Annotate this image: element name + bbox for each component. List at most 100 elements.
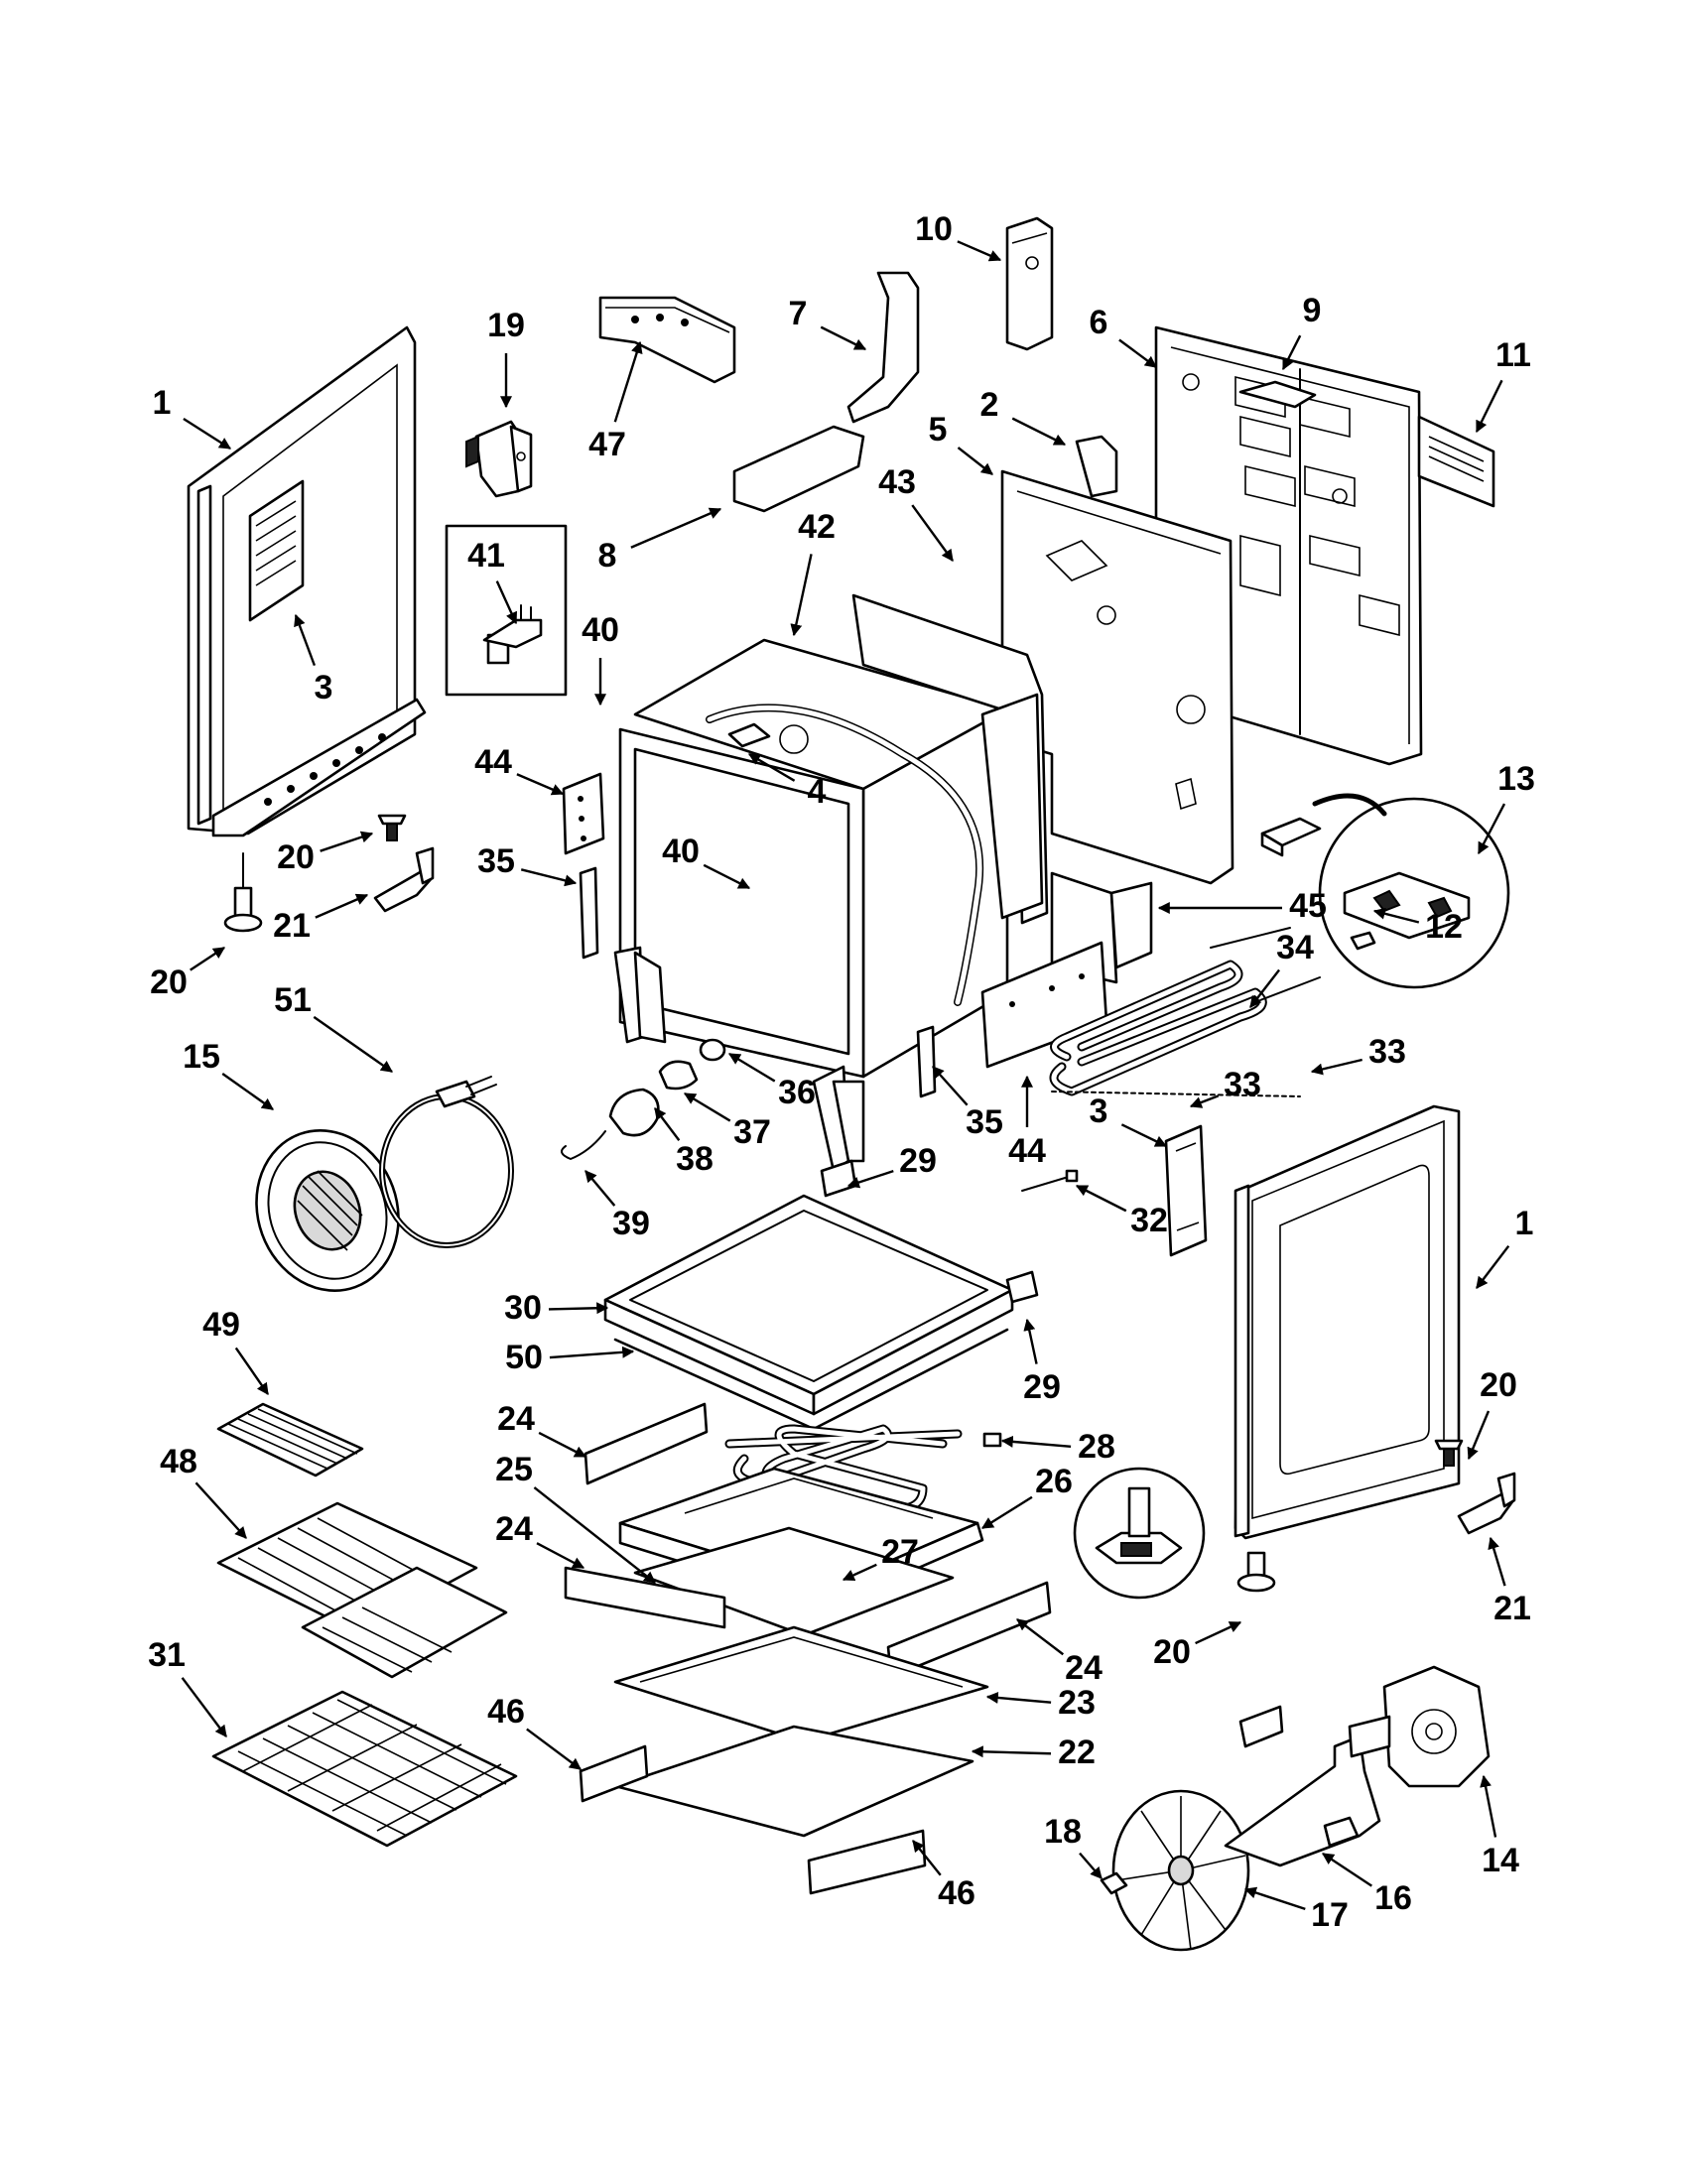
fan-blade (1111, 1789, 1250, 1952)
callout-c24b: 24 (495, 1510, 533, 1548)
leader-c39 (584, 1170, 616, 1207)
callout-c20b: 20 (150, 964, 188, 1001)
callout-c42: 42 (798, 508, 836, 546)
callout-c20c: 20 (1480, 1366, 1517, 1404)
callout-c3b: 3 (1090, 1092, 1108, 1130)
fan-nut (1100, 1871, 1128, 1895)
leader-c20c (1467, 1410, 1491, 1461)
callout-c28: 28 (1078, 1428, 1115, 1466)
leader-c28 (1000, 1435, 1072, 1449)
callout-c10: 10 (915, 210, 953, 248)
leader-c12 (1372, 907, 1420, 924)
callout-c33a: 33 (1368, 1033, 1406, 1071)
leader-c20a (320, 831, 374, 852)
callout-c50: 50 (505, 1339, 543, 1376)
plate-9 (1238, 380, 1317, 409)
callout-c31: 31 (148, 1636, 186, 1674)
rack-31 (211, 1690, 518, 1848)
callout-c35a: 35 (477, 842, 515, 880)
bracket-left (373, 846, 435, 913)
motor-bracket (1224, 1705, 1381, 1867)
leader-c38 (654, 1107, 681, 1141)
callout-c30: 30 (504, 1289, 542, 1327)
callout-c13: 13 (1497, 760, 1535, 798)
bracket-right (1457, 1472, 1516, 1535)
leader-c24b (536, 1542, 585, 1570)
leader-c31 (181, 1677, 227, 1737)
callout-c1a: 1 (153, 384, 172, 422)
strip-46b (807, 1829, 927, 1895)
bracket-top (598, 296, 736, 384)
callout-c2: 2 (980, 386, 999, 424)
terminal-block (1260, 817, 1322, 857)
leader-c33b (1189, 1094, 1220, 1108)
leader-c36 (727, 1052, 776, 1083)
leader-c29b (1023, 1318, 1038, 1364)
callout-c19: 19 (487, 307, 525, 344)
callout-c20a: 20 (277, 838, 315, 876)
convection-element (379, 1076, 514, 1248)
callout-c23: 23 (1058, 1684, 1096, 1722)
leader-c15 (221, 1073, 274, 1110)
callout-c14: 14 (1482, 1842, 1519, 1879)
leader-c46a (526, 1728, 582, 1770)
leader-c18 (1079, 1852, 1103, 1879)
leader-c21a (315, 893, 369, 919)
leader-c5 (957, 447, 993, 475)
callout-c44b: 44 (1008, 1132, 1046, 1170)
leader-c23 (985, 1691, 1052, 1704)
callout-c22: 22 (1058, 1734, 1096, 1771)
callout-c25: 25 (495, 1451, 533, 1488)
bottom-pan-22 (613, 1725, 974, 1838)
callout-c45: 45 (1289, 887, 1327, 925)
callout-c33b: 33 (1224, 1066, 1261, 1103)
callout-c24a: 24 (497, 1400, 535, 1438)
leader-c25 (533, 1486, 656, 1584)
callout-c40a: 40 (582, 611, 619, 649)
leader-c6 (1118, 338, 1157, 368)
callout-c36: 36 (778, 1074, 816, 1111)
callout-c26: 26 (1035, 1463, 1073, 1500)
leader-c7 (820, 325, 867, 351)
screw-right (1434, 1439, 1464, 1467)
vent-duct (732, 271, 920, 513)
callout-c3a: 3 (315, 669, 333, 707)
callout-c21b: 21 (1493, 1590, 1531, 1627)
inset-box-41 (445, 524, 568, 697)
leg-inset-circle (1073, 1467, 1206, 1600)
callout-c20d: 20 (1153, 1633, 1191, 1671)
lamp-assembly (561, 1038, 726, 1160)
leader-c33a (1310, 1058, 1363, 1076)
leader-c22 (971, 1745, 1052, 1758)
leader-c49 (234, 1347, 269, 1395)
callout-c18: 18 (1044, 1813, 1082, 1851)
leader-c14 (1480, 1774, 1497, 1838)
callout-c47: 47 (588, 426, 626, 463)
callout-c44a: 44 (474, 743, 512, 781)
callout-c1b: 1 (1515, 1205, 1534, 1242)
leader-c8 (630, 507, 722, 549)
leader-c24a (538, 1431, 587, 1459)
callout-c5: 5 (929, 411, 948, 449)
leader-c42 (790, 554, 813, 637)
leader-c10 (957, 240, 1002, 262)
leveling-leg-left (223, 852, 263, 933)
leader-c9 (1281, 334, 1302, 371)
right-side-panel (1233, 1104, 1461, 1540)
bottom-pan-23 (613, 1625, 989, 1743)
callout-c29a: 29 (899, 1142, 937, 1180)
callout-c39: 39 (612, 1205, 650, 1242)
leader-c16 (1321, 1852, 1372, 1887)
callout-c34: 34 (1276, 929, 1314, 966)
leader-c24c (1016, 1618, 1065, 1656)
leader-c17 (1243, 1886, 1306, 1911)
callout-c24c: 24 (1065, 1649, 1103, 1687)
leader-c11 (1475, 379, 1503, 434)
leader-c21b (1488, 1536, 1506, 1587)
leader-c47 (613, 340, 643, 423)
screw-left (377, 814, 407, 841)
leader-c44a (516, 773, 565, 796)
leader-c13 (1477, 803, 1506, 855)
leader-c3a (294, 613, 317, 667)
leader-c32 (1075, 1184, 1127, 1213)
